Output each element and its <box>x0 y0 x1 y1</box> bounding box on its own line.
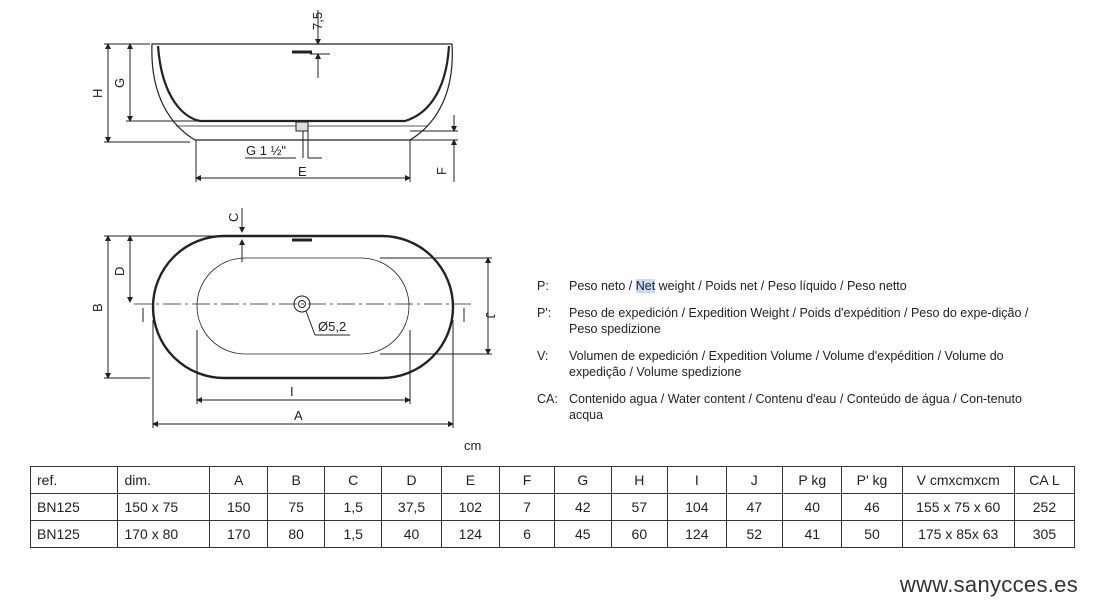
table-cell: 57 <box>610 493 669 521</box>
dim-label-f: F <box>434 167 449 175</box>
table-header-cell: CA L <box>1013 466 1076 494</box>
dim-label-b: B <box>90 303 105 312</box>
table-header-cell: P' kg <box>841 466 903 494</box>
table-cell: 1,5 <box>323 520 383 548</box>
table-cell: 46 <box>841 493 903 521</box>
legend: P: Peso neto / Net weight / Poids net / … <box>537 278 1037 434</box>
dim-label-drain: G 1 ½" <box>246 143 286 158</box>
table-cell: 7 <box>499 493 555 521</box>
table-cell: 60 <box>610 520 669 548</box>
legend-key: P: <box>537 279 549 293</box>
table-header-cell: P kg <box>782 466 843 494</box>
legend-key: P': <box>537 306 552 320</box>
legend-item-ca: CA: Contenido agua / Water content / Con… <box>537 391 1037 423</box>
table-cell: 150 x 75 <box>117 493 210 521</box>
dim-label-d: D <box>112 267 127 276</box>
table-header-cell: B <box>267 466 325 494</box>
drain-inner <box>298 300 306 308</box>
tub-top-inner <box>196 257 410 355</box>
table-cell: 45 <box>554 520 612 548</box>
tub-side-inner <box>156 45 451 123</box>
dim-label-7-5: 7,5 <box>310 12 325 30</box>
table-cell: 75 <box>267 493 325 521</box>
dim-label-a: A <box>294 408 303 423</box>
table-cell: BN125 <box>29 520 119 548</box>
technical-drawing: 7,5 H G G 1 ½" E F <box>90 10 498 428</box>
legend-key: V: <box>537 349 549 363</box>
dim-label-j: J <box>483 312 498 319</box>
table-cell: 124 <box>667 520 727 548</box>
table-header-cell: G <box>554 466 612 494</box>
table-cell: 41 <box>782 520 843 548</box>
table-cell: 40 <box>381 520 442 548</box>
dim-label-i: I <box>290 384 294 399</box>
legend-item-p-prime: P': Peso de expedición / Expedition Weig… <box>537 305 1037 337</box>
table-cell: 170 <box>208 520 269 548</box>
table-header-cell: V cmxcmxcm <box>901 466 1015 494</box>
dim-label-diameter: Ø5,2 <box>318 319 346 334</box>
table-cell: 42 <box>554 493 612 521</box>
table-cell: BN125 <box>29 493 119 521</box>
legend-text: Peso de expedición / Expedition Weight /… <box>569 306 1029 336</box>
table-header-cell: C <box>323 466 383 494</box>
table-cell: 50 <box>841 520 903 548</box>
table-cell: 102 <box>440 493 501 521</box>
table-cell: 252 <box>1013 493 1076 521</box>
dim-label-e: E <box>298 164 307 179</box>
dim-label-g: G <box>112 78 127 88</box>
table-cell: 47 <box>725 493 784 521</box>
legend-text: Volumen de expedición / Expedition Volum… <box>569 349 1004 379</box>
table-cell: 6 <box>499 520 555 548</box>
legend-text-part: weight / Poids net / Peso líquido / Peso… <box>655 279 907 293</box>
table-cell: 80 <box>267 520 325 548</box>
table-header-cell: ref. <box>29 466 119 494</box>
unit-label: cm <box>464 438 482 453</box>
table-cell: 1,5 <box>323 493 383 521</box>
table-header-cell: F <box>499 466 555 494</box>
legend-key: CA: <box>537 392 558 406</box>
table-cell: 104 <box>667 493 727 521</box>
website-url: www.sanycces.es <box>899 572 1078 597</box>
table-cell: 124 <box>440 520 501 548</box>
table-header-cell: J <box>725 466 784 494</box>
legend-text: Peso neto / Net weight / Poids net / Pes… <box>569 278 1037 294</box>
table-cell: 175 x 85x 63 <box>901 520 1015 548</box>
side-view-labels: 7,5 H G G 1 ½" E F <box>90 12 449 179</box>
table-header-cell: dim. <box>117 466 210 494</box>
legend-item-v: V: Volumen de expedición / Expedition Vo… <box>537 348 1037 380</box>
table-cell: 37,5 <box>381 493 442 521</box>
table-header-cell: H <box>610 466 669 494</box>
table-header-cell: A <box>208 466 269 494</box>
table-cell: 305 <box>1013 520 1076 548</box>
legend-text-part: Peso neto / <box>569 279 636 293</box>
table-cell: 150 <box>208 493 269 521</box>
table-cell: 170 x 80 <box>117 520 210 548</box>
table-header-cell: D <box>381 466 442 494</box>
table-cell: 155 x 75 x 60 <box>901 493 1015 521</box>
table-cell: 52 <box>725 520 784 548</box>
legend-text: Contenido agua / Water content / Contenu… <box>569 392 1022 422</box>
tub-top-outer <box>151 234 455 380</box>
drain-outer <box>293 295 311 313</box>
side-view <box>104 10 458 182</box>
top-view <box>104 208 492 428</box>
top-view-labels: C D B J I A Ø5,2 <box>90 213 498 423</box>
table-header-cell: E <box>440 466 501 494</box>
dim-label-c: C <box>226 213 241 222</box>
table-header-cell: I <box>667 466 727 494</box>
table-cell: 40 <box>782 493 843 521</box>
legend-item-p: P: Peso neto / Net weight / Poids net / … <box>537 278 1037 294</box>
text-selection-highlight: Net <box>635 279 656 293</box>
dim-label-h: H <box>90 89 105 98</box>
